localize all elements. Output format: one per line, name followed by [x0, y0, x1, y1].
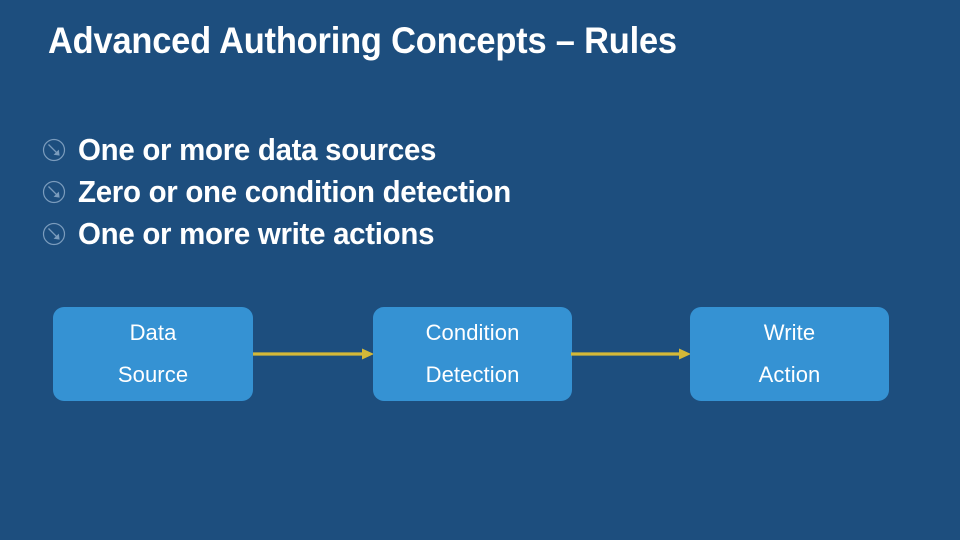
flow-box-label-line1: Condition — [425, 320, 520, 345]
flow-box-label-line1: Data — [129, 320, 177, 345]
circled-diagonal-arrow-icon — [38, 137, 78, 163]
flow-box-label-line1: Write — [763, 320, 816, 345]
flow-box-label-line2: Action — [758, 362, 821, 387]
arrow-condition-detection-to-write-action — [571, 347, 691, 361]
bullet-item-label: Zero or one condition detection — [78, 174, 511, 209]
list-item: One or more data sources — [38, 129, 638, 171]
flow-box-label-line2: Detection — [425, 362, 520, 387]
arrow-data-source-to-condition-detection — [253, 347, 374, 361]
bullet-list: One or more data sources Zero or one con… — [38, 129, 638, 255]
flow-box-write-action[interactable]: Write Action — [690, 307, 889, 401]
flow-box-data-source[interactable]: Data Source — [53, 307, 253, 401]
flow-box-label-line2: Source — [117, 362, 189, 387]
list-item: Zero or one condition detection — [38, 171, 638, 213]
page-title: Advanced Authoring Concepts – Rules — [48, 20, 677, 61]
circled-diagonal-arrow-icon — [38, 221, 78, 247]
bullet-item-label: One or more data sources — [78, 132, 437, 167]
bullet-item-label: One or more write actions — [78, 216, 435, 251]
list-item: One or more write actions — [38, 213, 638, 255]
flow-box-condition-detection[interactable]: Condition Detection — [373, 307, 572, 401]
circled-diagonal-arrow-icon — [38, 179, 78, 205]
